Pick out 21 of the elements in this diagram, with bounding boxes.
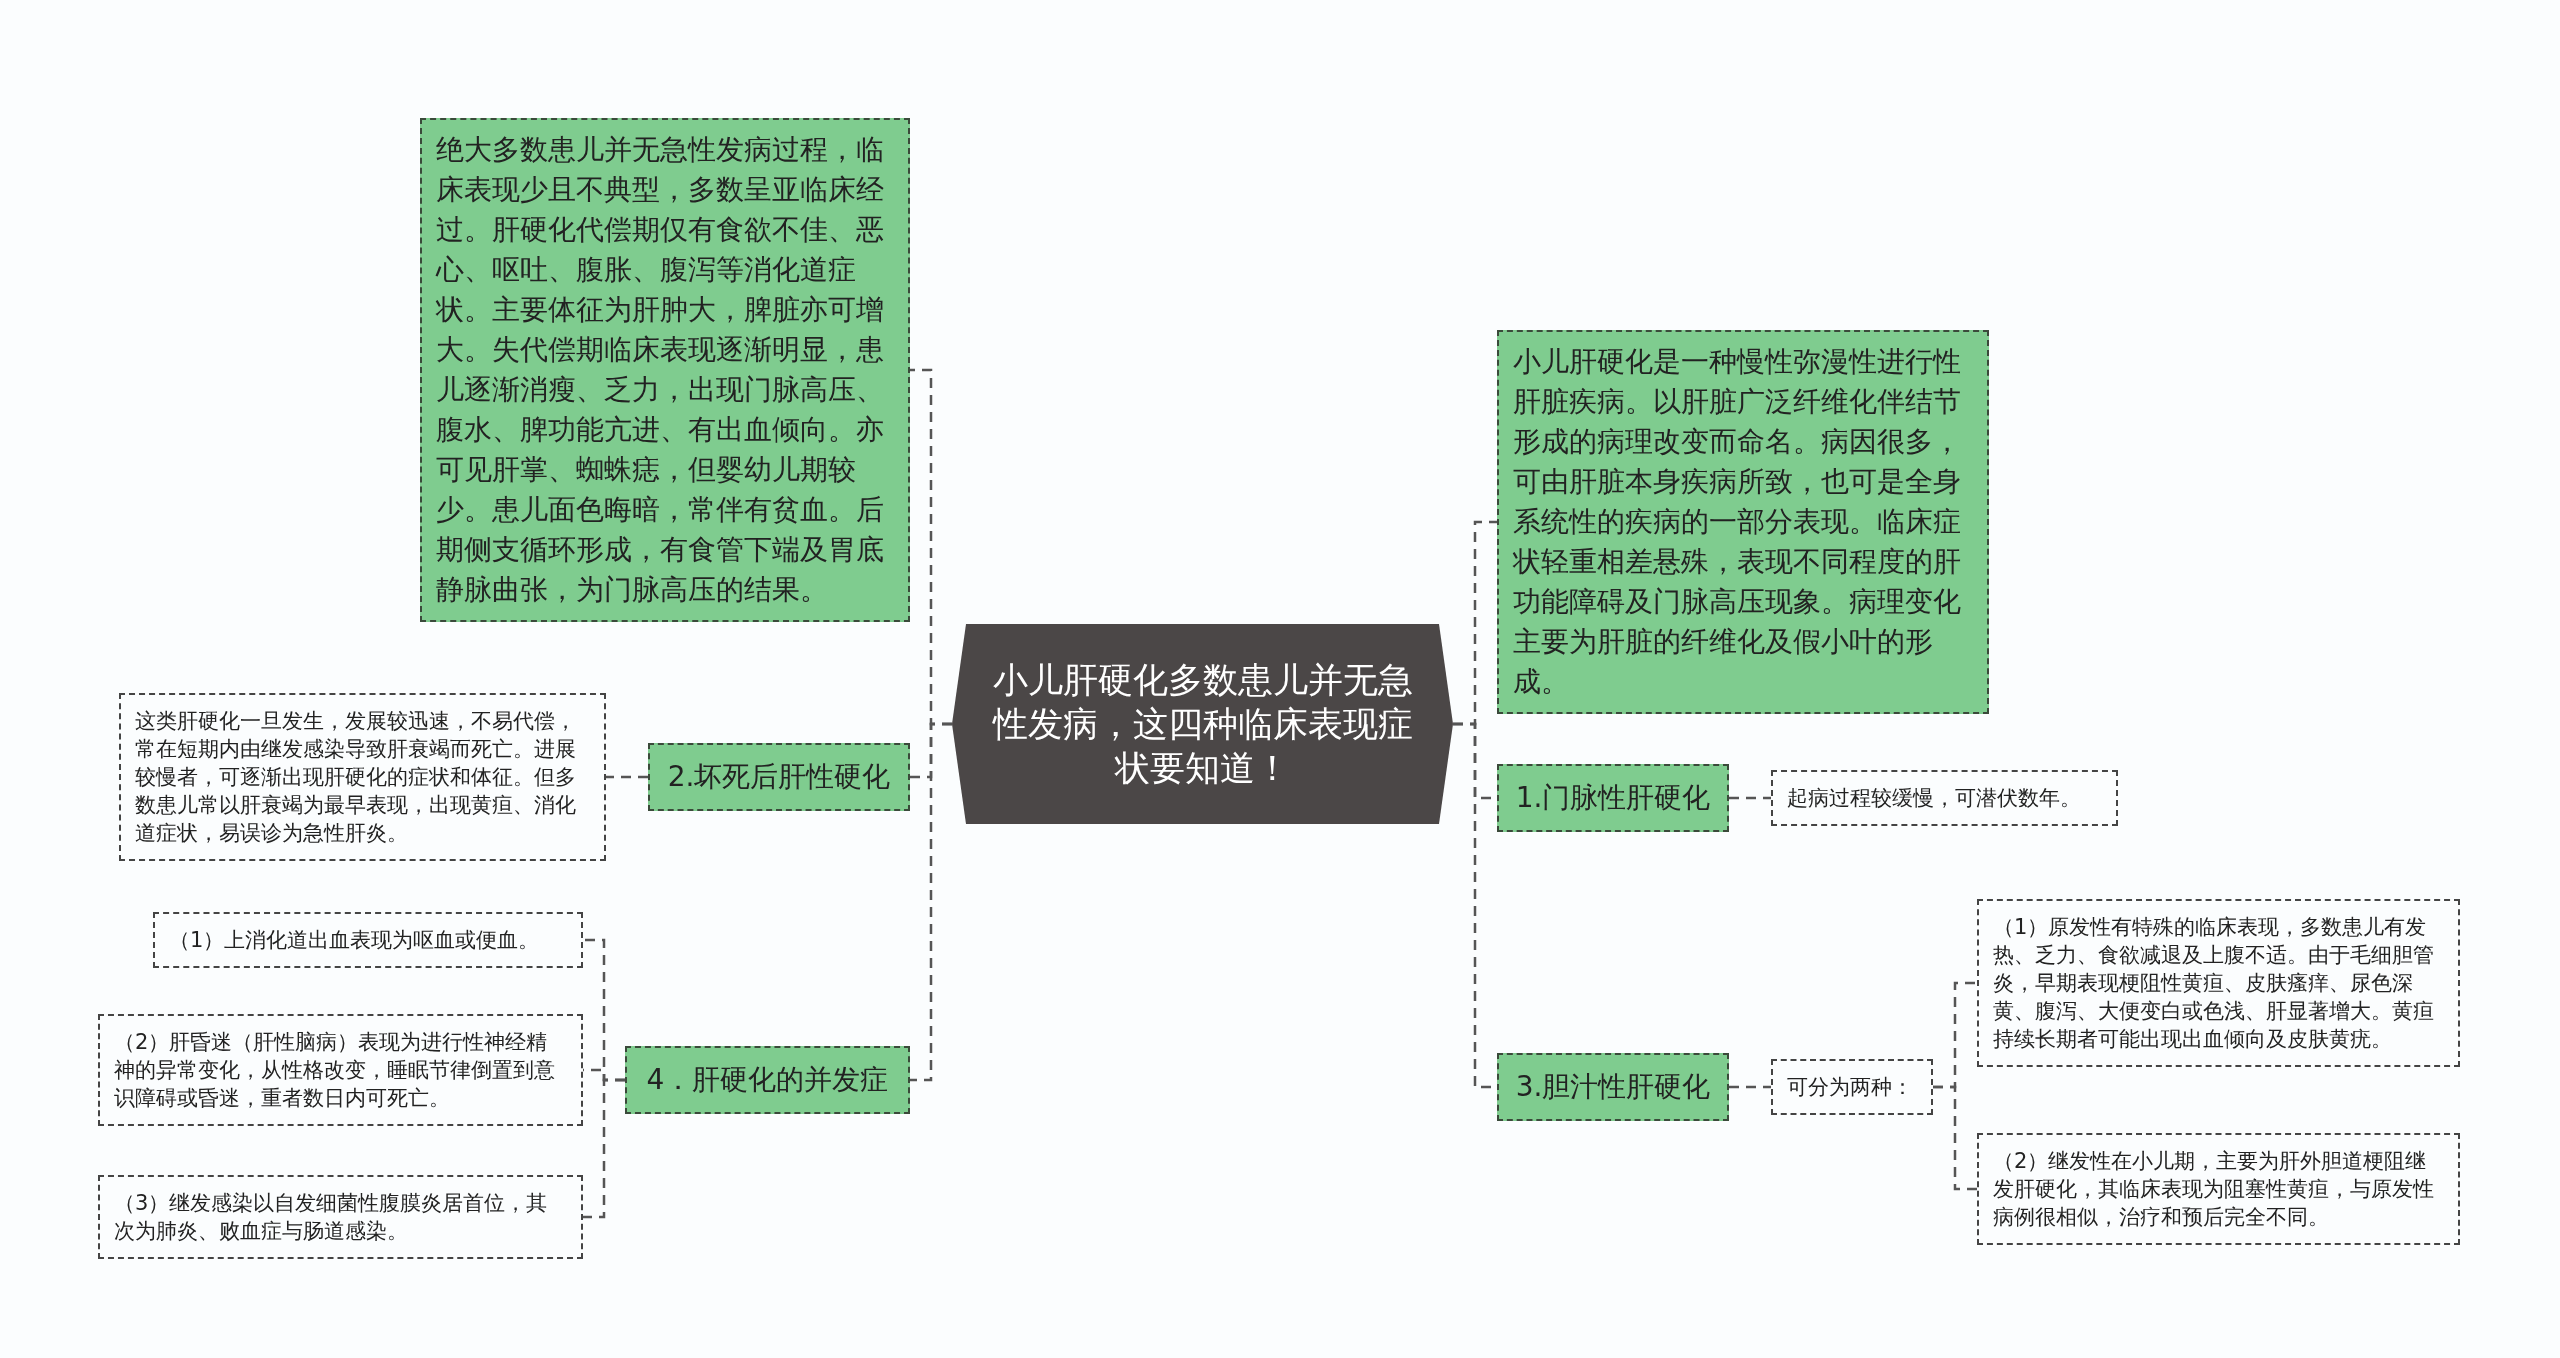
topic-box: 小儿肝硬化是一种慢性弥漫性进行性肝脏疾病。以肝脏广泛纤维化伴结节形成的病理改变而命名。病因很多，可由肝脏本身疾病所致，也可是全身系统性的疾病的一部分表现。临床症状轻重相差悬殊，表现不同程度的肝功能障碍及门脉高压现象。病理变化主要为肝脏的纤维化及假小叶的形成。 bbox=[1497, 330, 1989, 714]
central-topic: 小儿肝硬化多数患儿并无急性发病，这四种临床表现症状要知道！ bbox=[952, 624, 1453, 824]
topic-box: 4．肝硬化的并发症 bbox=[625, 1046, 910, 1114]
note-box: （1）原发性有特殊的临床表现，多数患儿有发热、乏力、食欲减退及上腹不适。由于毛细胆管炎，早期表现梗阻性黄疸、皮肤瘙痒、尿色深黄、腹泻、大便变白或色浅、肝显著增大。黄疸持续长期者可能出现出血倾向及皮肤黄疣。 bbox=[1977, 899, 2460, 1067]
connector-line bbox=[583, 1078, 625, 1219]
topic-box: 绝大多数患儿并无急性发病过程，临床表现少且不典型，多数呈亚临床经过。肝硬化代偿期仅有食欲不佳、恶心、呕吐、腹胀、腹泻等消化道症状。主要体征为肝肿大，脾脏亦可增大。失代偿期临床表现逐渐明显，患儿逐渐消瘦、乏力，出现门脉高压、腹水、脾功能亢进、有出血倾向。亦可见肝掌、蜘蛛痣，但婴幼儿期较少。患儿面色晦暗，常伴有贫血。后期侧支循环形成，有食管下端及胃底静脉曲张，为门脉高压的结果。 bbox=[420, 118, 910, 622]
note-box: （3）继发感染以自发细菌性腹膜炎居首位，其次为肺炎、败血症与肠道感染。 bbox=[98, 1175, 583, 1259]
note-box: 这类肝硬化一旦发生，发展较迅速，不易代偿，常在短期内由继发感染导致肝衰竭而死亡。进展较慢者，可逐渐出现肝硬化的症状和体征。但多数患儿常以肝衰竭为最早表现，出现黄疸、消化道症状，易误诊为急性肝炎。 bbox=[119, 693, 606, 861]
topic-box: 3.胆汁性肝硬化 bbox=[1497, 1053, 1729, 1121]
connector-line bbox=[1933, 1085, 1977, 1191]
note-box: 可分为两种： bbox=[1771, 1059, 1933, 1115]
connector-line bbox=[1729, 796, 1771, 800]
topic-box: 1.门脉性肝硬化 bbox=[1497, 764, 1729, 832]
note-box: 起病过程较缓慢，可潜伏数年。 bbox=[1771, 770, 2118, 826]
topic-box: 2.坏死后肝性硬化 bbox=[648, 743, 910, 811]
connector-line bbox=[910, 722, 952, 1082]
note-box: （1）上消化道出血表现为呕血或便血。 bbox=[153, 912, 583, 968]
connector-line bbox=[606, 775, 648, 779]
connector-line bbox=[1729, 1085, 1771, 1089]
note-box: （2）肝昏迷（肝性脑病）表现为进行性神经精神的异常变化，从性格改变，睡眠节律倒置到意识障碍或昏迷，重者数日内可死亡。 bbox=[98, 1014, 583, 1126]
note-box: （2）继发性在小儿期，主要为肝外胆道梗阻继发肝硬化，其临床表现为阻塞性黄疸，与原发性病例很相似，治疗和预后完全不同。 bbox=[1977, 1133, 2460, 1245]
